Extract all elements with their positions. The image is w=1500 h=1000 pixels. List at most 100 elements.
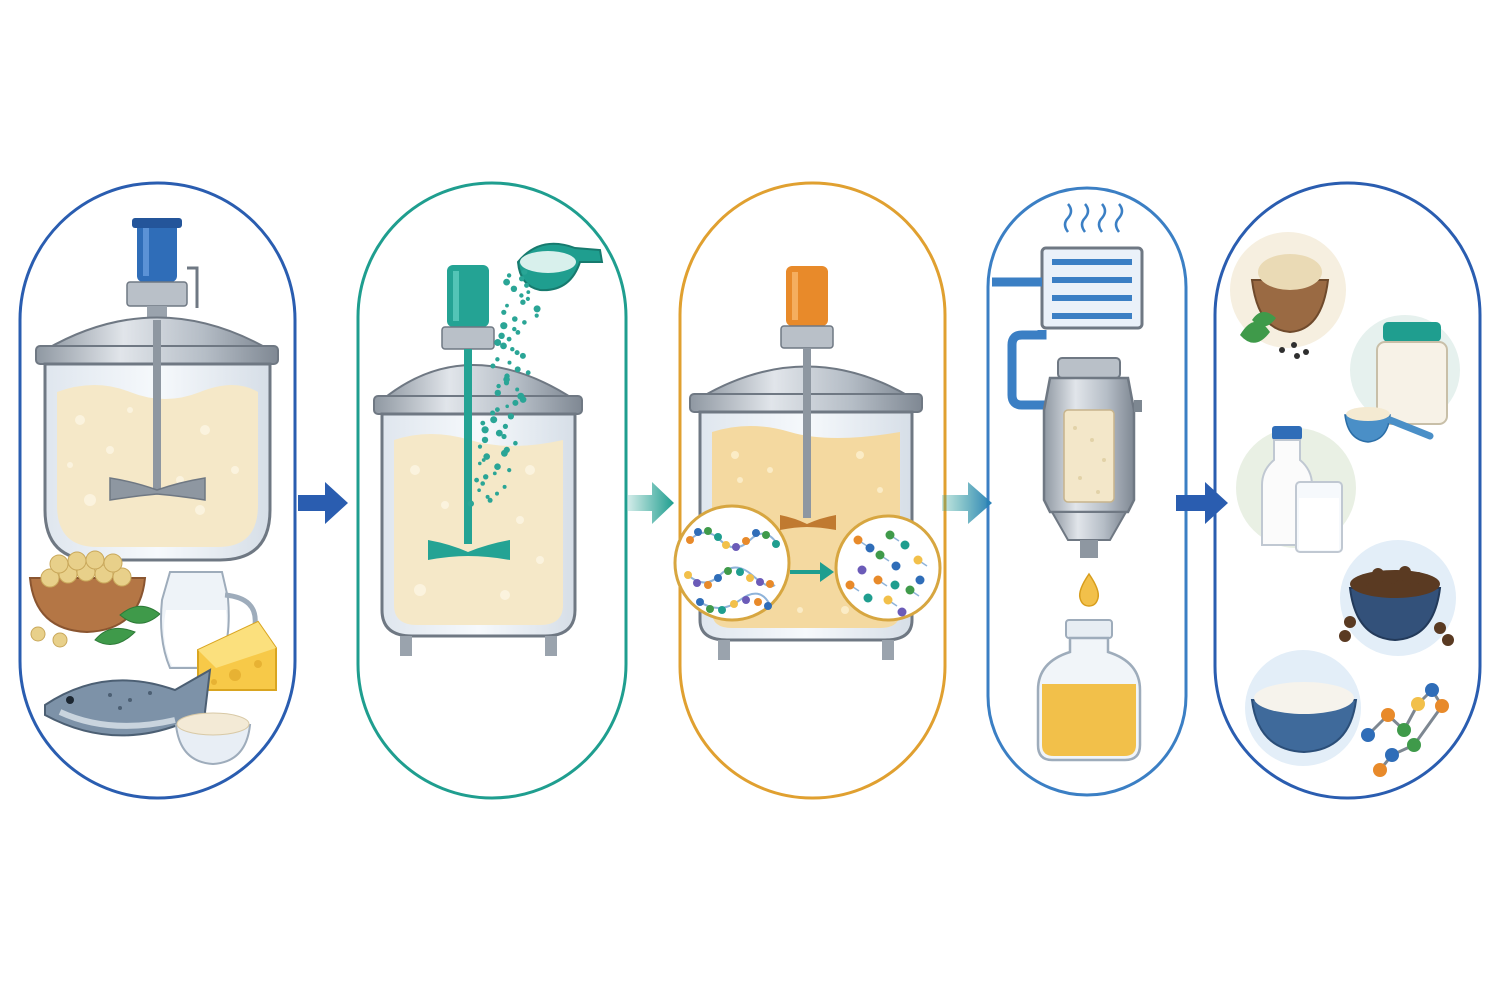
kibble-piece [1344, 616, 1356, 628]
enzyme-particle [490, 410, 496, 416]
enzyme-particle [495, 407, 500, 412]
enzyme-particle [533, 305, 541, 313]
enzyme-particle [481, 458, 486, 462]
amber-bottle-icon [1036, 619, 1142, 762]
molecule-atom [1361, 728, 1375, 742]
cheese-icon [197, 620, 277, 691]
peptide-fragment [891, 561, 901, 571]
enzyme-particle [480, 481, 486, 486]
enzyme-particle [483, 474, 489, 480]
reactor-tank-icon [373, 265, 583, 656]
enzyme-particle [502, 423, 508, 429]
protein-bead [693, 579, 701, 587]
kibble-piece [1359, 574, 1371, 586]
protein-bead [742, 596, 750, 604]
protein-bead [762, 531, 770, 539]
kibble-piece [1339, 630, 1351, 642]
enzyme-particle [519, 352, 526, 359]
molecule-atom [1397, 723, 1411, 737]
enzyme-particle [474, 477, 479, 483]
protein-bead [756, 578, 764, 586]
protein-bead [754, 598, 762, 606]
protein-bead [766, 580, 774, 588]
enzyme-particles-icon [467, 269, 541, 507]
enzyme-particle [490, 416, 498, 424]
protein-bead [714, 533, 722, 541]
protein-bead [752, 529, 760, 537]
peptide-fragment [905, 585, 915, 595]
enzyme-particle [519, 276, 525, 282]
enzyme-particle [495, 491, 499, 496]
enzyme-particle [481, 426, 489, 434]
enzyme-particle [515, 387, 520, 392]
enzyme-particle [483, 453, 491, 460]
enzyme-particle [519, 396, 527, 403]
molecule-atom [1435, 699, 1449, 713]
protein-bead [742, 537, 750, 545]
protein-bead [704, 581, 712, 589]
protein-bead [718, 606, 726, 614]
kibble-piece [1366, 582, 1378, 594]
kibble-piece [1394, 580, 1406, 592]
chain-arrow-icon [790, 562, 834, 582]
protein-bead [724, 567, 732, 575]
enzyme-particle [526, 290, 531, 294]
protein-bead [746, 574, 754, 582]
protein-bead [772, 540, 780, 548]
enzyme-particle [506, 336, 512, 342]
enzyme-particle [501, 433, 507, 440]
enzyme-particle [496, 383, 501, 389]
enzyme-particle [520, 299, 526, 305]
molecule-icon [1361, 683, 1449, 777]
enzyme-particle [510, 347, 515, 352]
enzyme-particle [507, 413, 514, 420]
enzyme-particle [525, 370, 531, 376]
enzyme-particle [481, 436, 489, 444]
enzyme-particle [502, 484, 507, 489]
enzyme-particle [490, 363, 496, 369]
supplement-jar-icon [1344, 315, 1460, 443]
milk-bottle-icon [1236, 426, 1356, 553]
enzyme-particle [494, 389, 501, 397]
enzyme-particle [467, 500, 474, 507]
arrow-1 [298, 482, 348, 524]
protein-bead [684, 571, 692, 579]
arrow-2 [628, 482, 674, 524]
peptide-fragment [865, 543, 875, 553]
peptide-fragments-icon [834, 514, 942, 622]
enzyme-particle [487, 497, 493, 503]
enzyme-particle [512, 326, 517, 332]
enzyme-particle [534, 313, 539, 318]
protein-bead [732, 543, 740, 551]
kibble-piece [1380, 580, 1392, 592]
enzyme-particle [500, 342, 507, 350]
mixing-tank-icon [35, 218, 279, 562]
powder-bowl-icon [174, 712, 252, 766]
enzyme-particle [495, 429, 503, 437]
protein-bead [696, 598, 704, 606]
kibble-piece [1408, 582, 1420, 594]
enzyme-particle [505, 404, 510, 409]
peptide-fragment [900, 540, 910, 550]
enzyme-particle [503, 380, 510, 386]
protein-bead [730, 600, 738, 608]
protein-powder-bowl-icon [1230, 232, 1346, 359]
droplet-icon [1078, 572, 1100, 607]
fish-icon [44, 668, 214, 748]
peptide-fragment [845, 580, 855, 590]
kibble-piece [1399, 566, 1411, 578]
kibble-piece [1412, 572, 1424, 584]
peptide-fragment [913, 555, 923, 565]
enzyme-particle [492, 471, 497, 476]
enzyme-particle [480, 420, 486, 426]
molecule-atom [1385, 748, 1399, 762]
enzyme-particle [514, 366, 521, 373]
protein-chain-icon [673, 504, 791, 622]
peptide-fragment [863, 593, 873, 603]
enzyme-particle [510, 285, 518, 292]
peptide-fragment [873, 575, 883, 585]
enzyme-particle [522, 320, 527, 325]
arrow-4 [1176, 482, 1228, 524]
enzyme-particle [512, 316, 518, 322]
